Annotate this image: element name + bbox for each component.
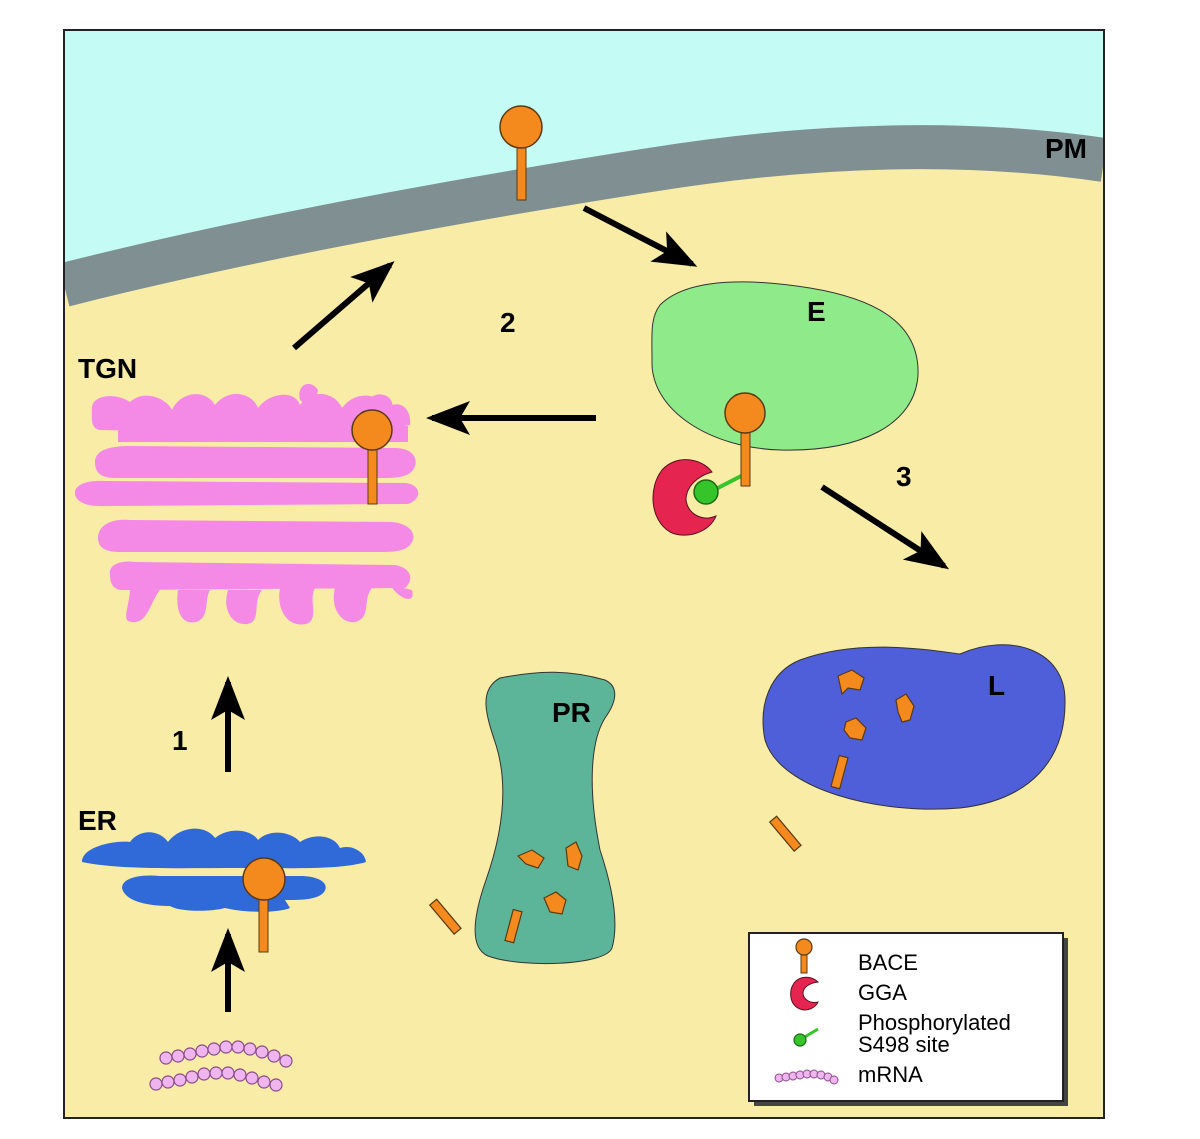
bace-in-er xyxy=(242,857,286,953)
tgn-label: TGN xyxy=(78,353,137,384)
bace-at-plasma-membrane xyxy=(499,105,543,201)
er-label: ER xyxy=(78,805,117,836)
gga-molecule xyxy=(652,459,717,536)
step-3-label: 3 xyxy=(896,461,912,492)
proteasome xyxy=(474,671,616,965)
legend-gga-icon xyxy=(790,976,820,1011)
mrna-strands xyxy=(149,1040,293,1092)
legend-bace-icon xyxy=(795,938,813,974)
bace-in-endosome xyxy=(693,392,766,505)
degraded-bace-fragments xyxy=(428,669,915,944)
legend-bace-label: BACE xyxy=(858,950,918,975)
arrow-endosome-to-lysosome xyxy=(820,484,950,570)
legend: BACE GGA Phosphorylated S498 site mRNA xyxy=(748,932,1068,1106)
legend-mrna-label: mRNA xyxy=(858,1062,923,1087)
arrow-tgn-to-pm xyxy=(292,261,395,351)
tgn-organelle xyxy=(75,383,419,625)
pm-label: PM xyxy=(1045,133,1087,164)
legend-phospho-label-line2: S498 site xyxy=(858,1032,950,1057)
step-1-label: 1 xyxy=(172,725,188,756)
legend-phospho-label-line1: Phosphorylated xyxy=(858,1010,1011,1035)
lysosome-label: L xyxy=(988,670,1005,701)
proteasome-label: PR xyxy=(552,697,591,728)
legend-gga-label: GGA xyxy=(858,980,907,1005)
step-2-label: 2 xyxy=(500,307,516,338)
trafficking-arrows xyxy=(211,205,950,1012)
arrow-pm-to-endosome xyxy=(582,205,698,267)
legend-mrna-icon xyxy=(774,1069,839,1085)
cell-border xyxy=(63,29,1105,1119)
legend-phospho-site-icon xyxy=(793,1027,819,1047)
endosome xyxy=(651,281,919,451)
endosome-label: E xyxy=(807,296,826,327)
bace-in-tgn xyxy=(351,409,393,505)
plasma-membrane xyxy=(64,125,1104,307)
